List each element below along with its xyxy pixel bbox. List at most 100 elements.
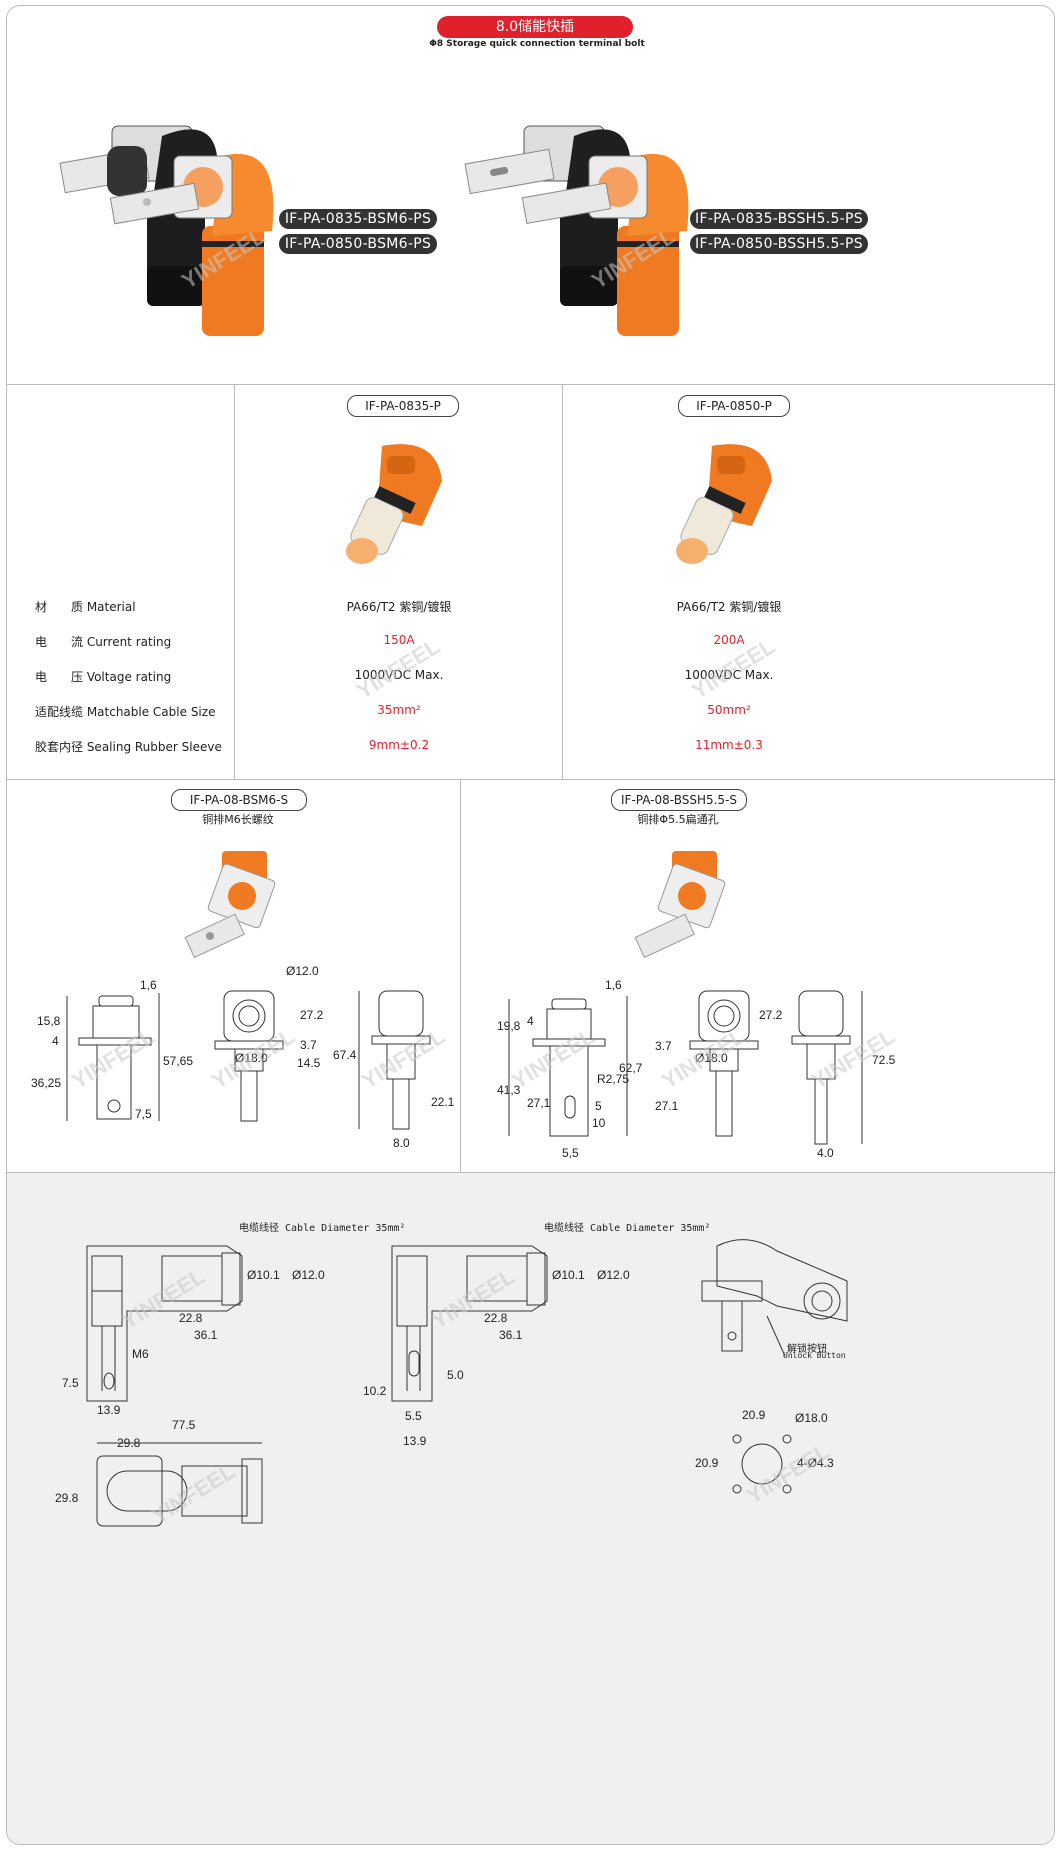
dim-label: Ø10.1 [552,1268,585,1282]
dim-label: 10.2 [363,1384,387,1398]
product-code-2b: IF-PA-0850-BSSH5.5-PS [690,234,868,254]
bolt-code-1: IF-PA-08-BSM6-S [171,789,307,811]
divider [7,779,1054,780]
spec-row-value: 35mm² [377,703,421,717]
divider [460,779,461,1172]
unlock-label-en: Unlock Button [783,1351,846,1360]
divider [562,384,563,779]
dim-label: 41,3 [497,1083,521,1097]
section-title: 8.0储能快插 [437,16,633,38]
dim-label: Ø18.0 [695,1051,728,1065]
dim-label: 29.8 [117,1436,141,1450]
dim-label: 10 [592,1116,606,1130]
dim-label: 22.1 [431,1095,455,1109]
dim-label: 7.5 [62,1376,79,1390]
spec-row-label: 适配线缆 Matchable Cable Size [35,705,216,719]
cable-caption-mid: 电缆线径 Cable Diameter 35mm² [544,1223,711,1234]
dim-label: Ø18.0 [795,1411,828,1425]
product-photo-bssh55 [464,125,689,336]
dim-label: 62,7 [619,1061,643,1075]
dim-label: Ø18.0 [235,1051,268,1065]
dim-label: 4-Ø4.3 [797,1456,834,1470]
dim-label: 36,25 [31,1076,62,1090]
bolt-code-2: IF-PA-08-BSSH5.5-S [611,789,747,811]
flange-drawing [732,1434,792,1494]
dim-label: 36.1 [499,1328,523,1342]
spec-row-label: 电 流 Current rating [35,635,172,649]
cross-section-left [86,1245,243,1402]
spec-row-value: PA66/T2 紫铜/镀银 [346,600,452,614]
dim-label: 3.7 [300,1038,317,1052]
dim-label: 1,6 [605,978,622,992]
dim-label: 15,8 [37,1014,61,1028]
spec-row-value: 1000VDC Max. [684,668,774,682]
dim-label: 1,6 [140,978,157,992]
cable-caption-left: 电缆线径 Cable Diameter 35mm² [239,1223,406,1234]
divider [7,1172,1054,1173]
divider [234,384,235,779]
dim-label: R2,75 [597,1072,630,1086]
spec-row-value: 150A [383,633,415,647]
dim-label: 20.9 [742,1408,766,1422]
plug-photo-0850 [676,444,772,564]
spec-row-value: 1000VDC Max. [354,668,444,682]
dim-label: 67.4 [333,1048,357,1062]
catalog-page: 8.0储能快插 Φ8 Storage quick connection term… [6,5,1055,1845]
dim-label: 5 [595,1099,602,1113]
spec-row-value: 50mm² [707,703,751,717]
spec-row-label: 电 压 Voltage rating [35,670,172,684]
dim-label: Ø12.0 [286,964,319,978]
spec-row-value: PA66/T2 紫铜/镀银 [676,600,782,614]
dim-label: 29.8 [55,1491,79,1505]
cross-section-mid [391,1245,548,1402]
spec-row-value: 200A [713,633,745,647]
dim-label: Ø10.1 [247,1268,280,1282]
dim-label: 7,5 [135,1107,152,1121]
dim-label: 72.5 [872,1053,896,1067]
bolt-desc-1: 铜排M6长螺纹 [202,813,274,826]
spec-row-value: 11mm±0.3 [695,738,763,752]
dim-label: 5.5 [405,1409,422,1423]
dim-label: 14.5 [297,1056,321,1070]
spec-row-label: 胶套内径 Sealing Rubber Sleeve [35,740,222,754]
dim-label: 4 [52,1034,59,1048]
dim-label: Ø12.0 [292,1268,325,1282]
product-code-2a: IF-PA-0835-BSSH5.5-PS [690,209,868,229]
spec-row-value: 9mm±0.2 [368,738,430,752]
dim-label: 20.9 [695,1456,719,1470]
product-code-1b: IF-PA-0850-BSM6-PS [279,234,437,254]
dim-label: 5.0 [447,1368,464,1382]
bolt-drawing-1 [66,990,431,1130]
section-subtitle: Φ8 Storage quick connection terminal bol… [429,39,645,49]
unlock-label-cn: 解锁按钮 [787,1344,827,1355]
dim-label: 22.8 [179,1311,203,1325]
dim-label: Ø12.0 [597,1268,630,1282]
spec-column-header-1: IF-PA-0835-P [347,395,459,417]
dim-label: 57,65 [163,1054,194,1068]
dim-label: 22.8 [484,1311,508,1325]
dim-label: 27,1 [527,1096,551,1110]
dim-label: 27.2 [300,1008,324,1022]
dim-label: 77.5 [172,1418,196,1432]
dim-label: M6 [132,1347,149,1361]
spec-column-header-2: IF-PA-0850-P [678,395,790,417]
bolt-desc-2: 铜排Φ5.5扁通孔 [637,813,719,826]
iso-unlock-drawing [701,1239,848,1357]
dim-label: 36.1 [194,1328,218,1342]
dim-label: 13.9 [403,1434,427,1448]
dim-label: 13.9 [97,1403,121,1417]
bolt-drawing-2 [508,990,863,1145]
dim-label: 19,8 [497,1019,521,1033]
top-view-left [96,1442,263,1527]
dim-label: 4 [527,1014,534,1028]
dim-label: 3.7 [655,1039,672,1053]
bolt-photo-2 [634,851,726,959]
dim-label: 27.1 [655,1099,679,1113]
dim-label: 4.0 [817,1146,834,1160]
bolt-photo-1 [184,851,276,959]
spec-row-label: 材 质 Material [35,600,136,614]
divider [7,384,1054,385]
product-photo-bsm6 [59,125,274,336]
plug-photo-0835 [346,444,442,564]
dim-label: 5,5 [562,1146,579,1160]
